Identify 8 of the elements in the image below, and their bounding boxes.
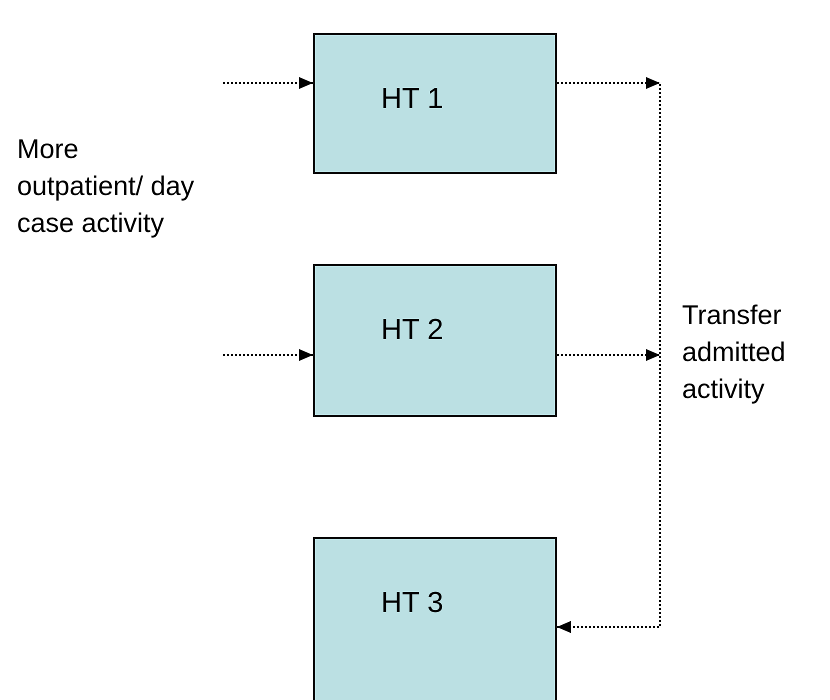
box-label: HT 1 xyxy=(381,85,444,114)
process-box xyxy=(313,264,557,417)
box-label: HT 3 xyxy=(381,589,444,618)
box-label: HT 2 xyxy=(381,316,444,345)
process-box xyxy=(313,33,557,174)
side-note: More outpatient/ day case activity xyxy=(17,133,196,240)
side-note: Transfer admitted activity xyxy=(682,299,787,406)
process-box xyxy=(313,537,557,700)
